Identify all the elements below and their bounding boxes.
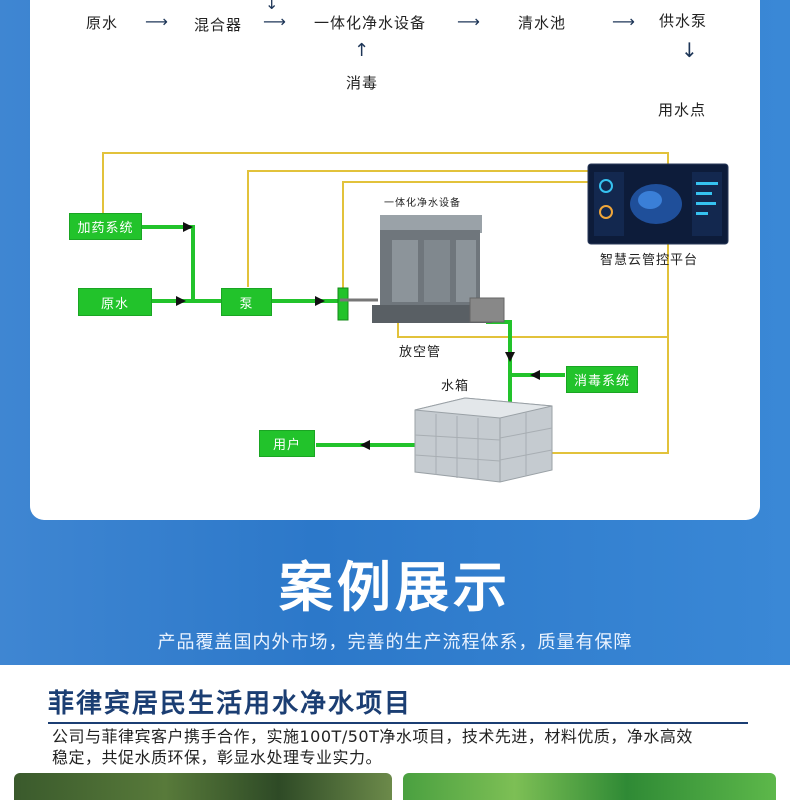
- arrow-down-icon: ↓: [681, 38, 698, 62]
- arrow-down-icon: ↓: [265, 0, 279, 13]
- arrow-head: [530, 370, 540, 380]
- arrow-right-icon: ⟶: [457, 12, 480, 31]
- arrow-head: [360, 440, 370, 450]
- integrated-equipment-illustration: [340, 215, 505, 323]
- arrow-head: [183, 222, 193, 232]
- arrow-right-icon: ⟶: [263, 12, 286, 31]
- process-diagram: [102, 152, 729, 483]
- arrow-head: [176, 296, 186, 306]
- flow-clear-water-pool: 清水池: [512, 10, 573, 35]
- cloud-platform-label: 智慧云管控平台: [600, 253, 699, 268]
- flow-water-point: 用水点: [652, 97, 713, 122]
- project-description: 公司与菲律宾客户携手合作，实施100T/50T净水项目，技术先进，材料优质，净水…: [52, 726, 752, 768]
- project-photo-right: [403, 773, 776, 800]
- project-description-line: 公司与菲律宾客户携手合作，实施100T/50T净水项目，技术先进，材料优质，净水…: [52, 727, 693, 746]
- arrow-head: [505, 352, 515, 362]
- disinfection-system-box: 消毒系统: [566, 366, 638, 393]
- case-section-title: 案例展示: [279, 556, 511, 619]
- raw-water-box: 原水: [78, 288, 152, 316]
- vent-pipe-label: 放空管: [399, 345, 442, 360]
- user-box: 用户: [259, 430, 315, 457]
- project-photo-left: [14, 773, 392, 800]
- flow-disinfection: 消毒: [340, 70, 385, 95]
- project-title: 菲律宾居民生活用水净水项目: [48, 689, 413, 719]
- flow-mixer: 混合器: [188, 12, 249, 37]
- pump-box: 泵: [221, 288, 272, 316]
- flow-integrated-equipment: 一体化净水设备: [308, 10, 433, 35]
- flow-water-pump: 供水泵: [653, 8, 714, 33]
- equipment-caption: 一体化净水设备: [384, 198, 461, 209]
- dosing-system-box: 加药系统: [69, 213, 142, 240]
- title-underline: [48, 722, 748, 724]
- water-tank-label: 水箱: [441, 379, 470, 394]
- arrow-right-icon: ⟶: [145, 12, 168, 31]
- arrow-head: [315, 296, 325, 306]
- case-section-subtitle: 产品覆盖国内外市场，完善的生产流程体系，质量有保障: [157, 632, 633, 653]
- arrow-up-icon: ↑: [354, 40, 370, 61]
- cloud-platform-monitor: [587, 163, 729, 245]
- arrow-right-icon: ⟶: [612, 12, 635, 31]
- project-description-line: 稳定，共促水质环保，彰显水处理专业实力。: [52, 748, 383, 767]
- flow-raw-water: 原水: [80, 10, 125, 35]
- water-tank-illustration: [414, 397, 553, 483]
